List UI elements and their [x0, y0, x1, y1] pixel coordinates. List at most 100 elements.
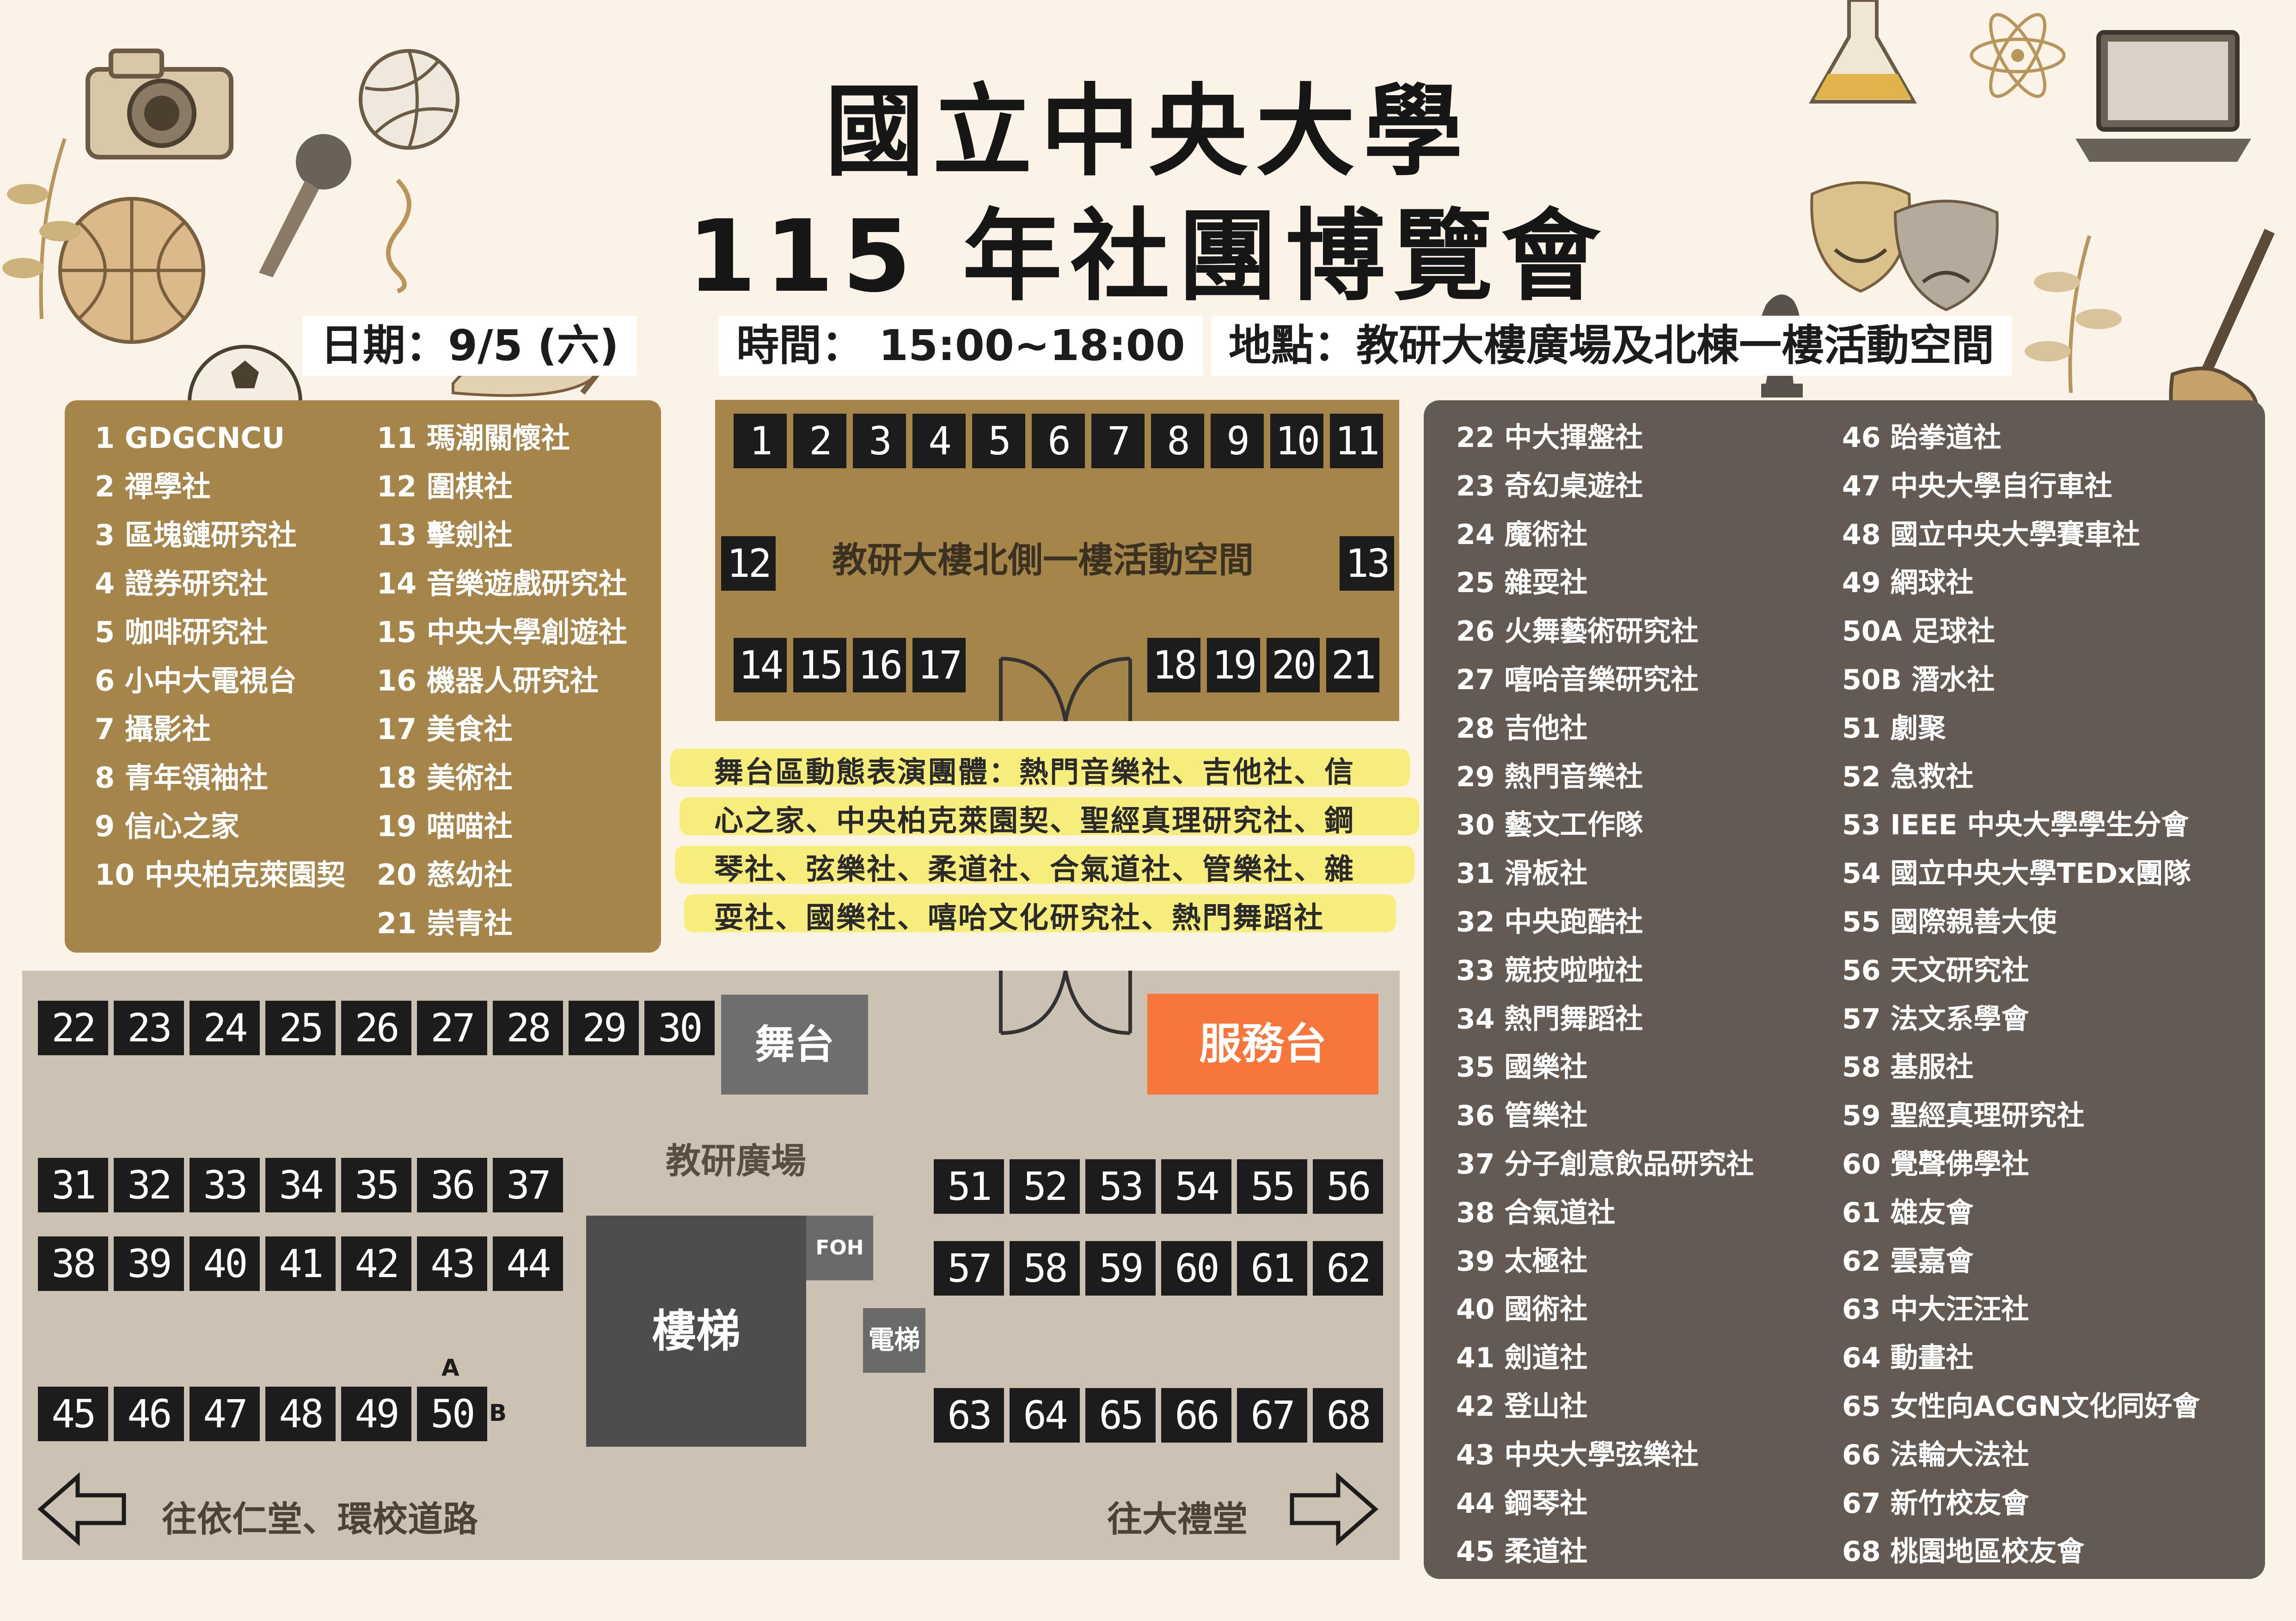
club-list-item: 4 證券研究社 [95, 567, 268, 600]
club-list-item: 41 劍道社 [1456, 1342, 1588, 1375]
club-list-item: 27 嘻哈音樂研究社 [1456, 663, 1699, 696]
club-list-item: 30 藝文工作隊 [1456, 809, 1643, 842]
club-list-item: 67 新竹校友會 [1842, 1487, 2029, 1520]
club-list-item: 50B 潛水社 [1842, 663, 1995, 696]
booth-32: 32 [114, 1158, 184, 1212]
booth-20: 20 [1267, 638, 1320, 692]
booth-10: 10 [1270, 414, 1323, 468]
foh: FOH [806, 1216, 873, 1280]
club-list-item: 16 機器人研究社 [377, 664, 599, 697]
club-list-item: 58 基服社 [1842, 1051, 1974, 1084]
club-list-item: 32 中央跑酷社 [1456, 905, 1643, 938]
club-list-item: 28 吉他社 [1456, 712, 1588, 745]
booth-4: 4 [912, 414, 966, 468]
club-list-item: 52 急救社 [1842, 760, 1974, 793]
booth-50: 50 [417, 1387, 487, 1441]
club-list-item: 33 競技啦啦社 [1456, 954, 1643, 987]
club-list-item: 3 區塊鏈研究社 [95, 518, 297, 552]
north-hall-label: 教研大樓北側一樓活動空間 [832, 539, 1254, 581]
booth-27: 27 [417, 1001, 487, 1055]
elevator: 電梯 [863, 1308, 925, 1373]
booth-8: 8 [1151, 414, 1204, 468]
booth-14: 14 [734, 638, 787, 692]
booth-61: 61 [1237, 1241, 1307, 1296]
club-list-item: 31 滑板社 [1456, 857, 1588, 890]
club-list-item: 14 音樂遊戲研究社 [377, 567, 627, 600]
booth-63: 63 [934, 1388, 1004, 1443]
booth-15: 15 [793, 638, 846, 692]
club-list-item: 10 中央柏克萊園契 [95, 858, 345, 892]
booth-51: 51 [934, 1159, 1004, 1214]
club-list-item: 49 網球社 [1842, 567, 1974, 599]
club-list-item: 50A 足球社 [1842, 615, 1995, 648]
booth-68: 68 [1313, 1388, 1383, 1443]
booth-12: 12 [721, 536, 776, 591]
event-time-label: 時間： [736, 321, 864, 370]
club-list-item: 5 咖啡研究社 [95, 615, 268, 649]
club-list-item: 8 青年領袖社 [95, 761, 268, 795]
stage-performers-note: 舞台區動態表演團體：熱門音樂社、吉他社、信心之家、中央柏克萊園契、聖經真理研究社… [714, 755, 1355, 935]
club-list-item: 38 合氣道社 [1456, 1196, 1616, 1229]
club-list-item: 9 信心之家 [95, 809, 239, 843]
club-list-item: 51 劇聚 [1842, 712, 1946, 745]
club-list-item: 66 法輪大法社 [1842, 1438, 2029, 1471]
club-list-item: 42 登山社 [1456, 1390, 1588, 1423]
booth-53: 53 [1085, 1159, 1156, 1214]
club-list-panel-right [1424, 400, 2265, 1579]
club-list-item: 64 動畫社 [1842, 1342, 1974, 1375]
booth-66: 66 [1161, 1388, 1231, 1443]
booth-19: 19 [1207, 638, 1260, 692]
club-list-item: 2 禪學社 [95, 470, 211, 503]
booth-40: 40 [190, 1236, 260, 1291]
club-list-item: 40 國術社 [1456, 1293, 1588, 1326]
service-desk: 服務台 [1147, 994, 1378, 1095]
club-list-item: 65 女性向ACGN文化同好會 [1842, 1390, 2200, 1423]
music-note-icon [386, 178, 411, 294]
club-list-item: 26 火舞藝術研究社 [1456, 615, 1699, 648]
club-list-item: 12 圍棋社 [377, 470, 513, 503]
club-list-item: 11 瑪潮關懷社 [377, 421, 570, 455]
club-list-46-68: 46 跆拳道社 47 中央大學自行車社 48 國立中央大學賽車社 49 網球社 50A … [1842, 414, 2200, 1576]
booth-59: 59 [1085, 1241, 1156, 1296]
booth-29: 29 [569, 1001, 639, 1055]
camera-icon [86, 49, 233, 159]
north-hall-door [999, 657, 1132, 722]
club-list-item: 48 國立中央大學賽車社 [1842, 518, 2140, 551]
club-list-item: 20 慈幼社 [377, 858, 513, 892]
club-list-item: 19 喵喵社 [377, 809, 513, 843]
booth-41: 41 [265, 1236, 336, 1291]
event-time: 時間： 15:00~18:00 [719, 316, 1203, 376]
event-location: 地點：教研大樓廣場及北棟一樓活動空間 [1211, 316, 2012, 376]
basketball-icon [58, 197, 205, 344]
club-list-item: 39 太極社 [1456, 1245, 1588, 1278]
club-list-item: 25 雜耍社 [1456, 567, 1588, 599]
booth-35: 35 [341, 1158, 411, 1212]
booth-46: 46 [114, 1387, 184, 1441]
booth-23: 23 [114, 1001, 184, 1055]
club-list-item: 47 中央大學自行車社 [1842, 470, 2112, 502]
booth-37: 37 [493, 1158, 563, 1212]
booth-67: 67 [1237, 1388, 1307, 1443]
booth-64: 64 [1010, 1388, 1080, 1443]
club-list-item: 37 分子創意飲品研究社 [1456, 1148, 1754, 1181]
booth-62: 62 [1313, 1241, 1383, 1296]
club-list-item: 23 奇幻桌遊社 [1456, 470, 1643, 502]
event-time-value: 15:00~18:00 [879, 321, 1185, 370]
direction-left-label: 往依仁堂、環校道路 [162, 1499, 478, 1540]
club-list-item: 44 鋼琴社 [1456, 1487, 1588, 1520]
club-list-item: 61 雄友會 [1842, 1196, 1974, 1229]
club-list-item: 18 美術社 [377, 761, 513, 795]
club-list-item: 46 跆拳道社 [1842, 422, 2002, 454]
club-list-item: 21 崇青社 [377, 906, 513, 940]
arrow-right-icon [1290, 1472, 1378, 1546]
booth-9: 9 [1211, 414, 1264, 468]
club-list-item: 24 魔術社 [1456, 518, 1588, 551]
atom-icon [1970, 13, 2066, 98]
page-subtitle: 115 年社團博覽會 [687, 198, 1609, 314]
club-list-item: 60 覺聲佛學社 [1842, 1148, 2029, 1181]
booth-43: 43 [417, 1236, 487, 1291]
booth-18: 18 [1147, 638, 1200, 692]
leaf-branch-icon [2, 138, 81, 319]
